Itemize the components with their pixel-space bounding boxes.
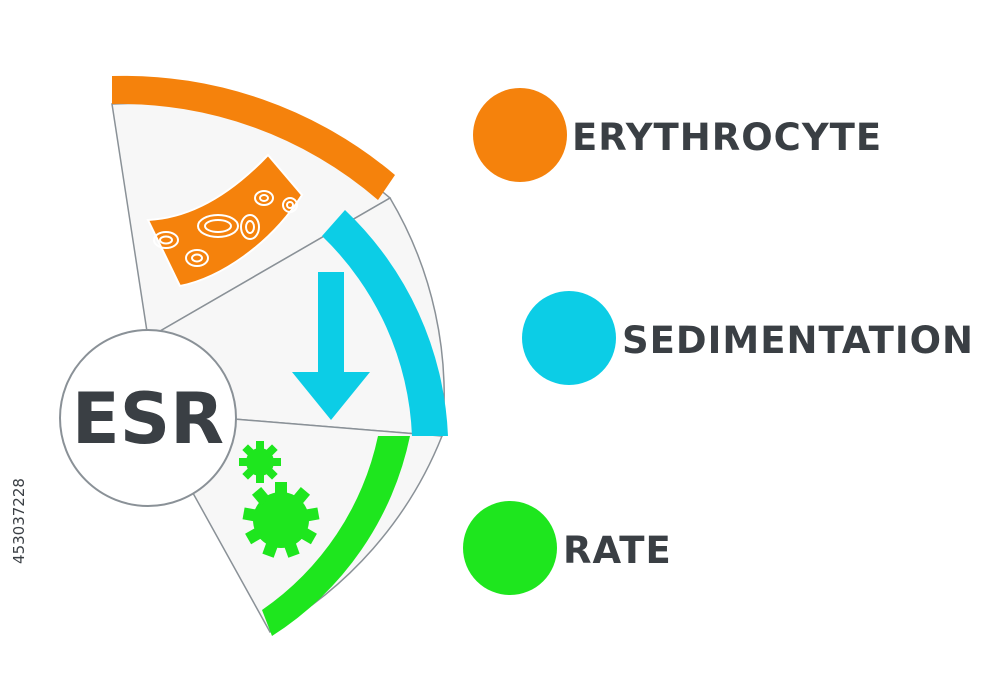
term-word: SEDIMENTATION [622, 319, 974, 362]
stock-id: 453037228 [4, 456, 34, 586]
bullet-orange [473, 88, 567, 182]
stock-id-text: 453037228 [10, 478, 28, 564]
gears-icon [239, 441, 320, 558]
center-label: ESR [72, 378, 224, 460]
center-circle [59, 329, 237, 507]
arc-orange [112, 75, 395, 200]
term-erythrocyte: ERYTHROCYTE [473, 88, 882, 182]
blood-vessel-icon [146, 153, 304, 288]
term-rate: RATE [463, 501, 672, 595]
term-sedimentation: SEDIMENTATION [522, 291, 974, 385]
down-arrow-icon [292, 272, 370, 420]
arc-cyan [322, 210, 448, 436]
bullet-green [463, 501, 557, 595]
term-word: ERYTHROCYTE [572, 116, 882, 159]
term-word: RATE [563, 529, 672, 572]
bullet-cyan [522, 291, 616, 385]
arc-green [262, 436, 410, 636]
